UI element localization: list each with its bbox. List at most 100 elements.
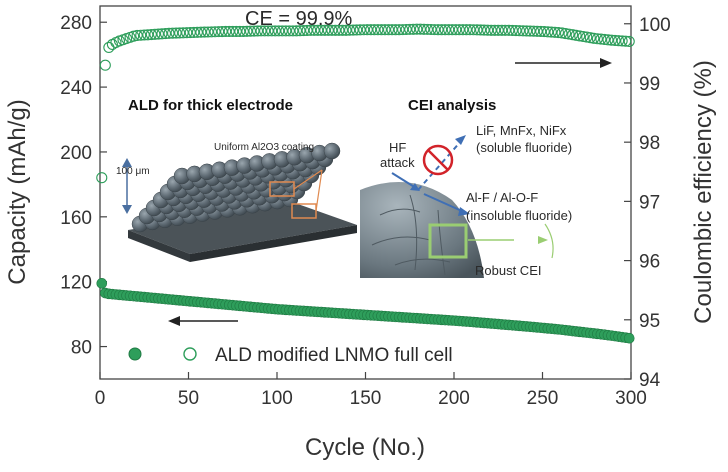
ce-point <box>305 24 317 36</box>
lif-label: LiF, MnFx, NiFx <box>476 123 567 138</box>
ce-point <box>510 25 522 37</box>
electrode-particles <box>131 142 341 233</box>
ce-point <box>404 23 416 35</box>
ce-point <box>400 23 412 36</box>
ce-point <box>446 24 458 36</box>
ce-point <box>570 29 582 41</box>
ce-point <box>584 32 596 44</box>
ce-point <box>506 24 518 37</box>
ce-point <box>276 25 288 37</box>
ce-point <box>135 29 147 41</box>
ce-point <box>559 27 572 40</box>
ce-point <box>301 24 313 37</box>
capacity-point <box>623 332 635 344</box>
ce-point <box>556 27 568 39</box>
ce-point <box>322 24 334 36</box>
y-tick-label: 120 <box>60 273 92 294</box>
ce-point <box>382 24 395 36</box>
ce-point <box>368 24 380 36</box>
ce-point <box>223 25 235 38</box>
ce-point <box>482 24 494 36</box>
ce-point <box>471 24 483 36</box>
y2-tick-label: 98 <box>639 133 660 154</box>
ce-point <box>138 29 150 41</box>
ce-point <box>315 24 327 36</box>
y2-tick-label: 97 <box>639 192 660 213</box>
ce-point <box>142 29 154 41</box>
ce-point <box>312 24 324 36</box>
thick-electrode-illustration: ALD for thick electrode 100 μm Uniform A… <box>116 97 357 262</box>
ce-point <box>598 33 611 46</box>
ce-point <box>290 25 303 37</box>
ce-point <box>474 24 487 36</box>
y-axis-label: Capacity (mAh/g) <box>4 99 31 284</box>
ce-point <box>184 27 196 39</box>
ce-point <box>535 25 547 37</box>
ce-point <box>170 27 182 39</box>
ce-point <box>209 26 221 38</box>
ce-point <box>574 30 586 42</box>
ce-point <box>269 25 281 37</box>
ce-point <box>191 26 203 38</box>
x-tick-label: 50 <box>178 388 199 409</box>
capacity-point <box>96 278 108 289</box>
ce-point <box>407 23 419 35</box>
ce-point <box>96 172 108 184</box>
ce-point <box>439 24 451 36</box>
ce-point <box>567 29 579 41</box>
ce-point <box>340 24 352 36</box>
ce-point <box>521 25 533 37</box>
legend-filled-marker <box>128 347 142 361</box>
ce-point <box>220 25 232 38</box>
robust-cei-label: Robust CEI <box>475 263 541 278</box>
ce-point <box>478 24 490 36</box>
ce-point <box>152 28 164 40</box>
x-tick-label: 250 <box>527 388 559 409</box>
ce-point <box>297 25 310 37</box>
ce-point <box>294 25 306 37</box>
x-tick-label: 200 <box>438 388 470 409</box>
x-tick-label: 300 <box>615 388 647 409</box>
legend-label: ALD modified LNMO full cell <box>215 345 453 366</box>
ce-point <box>379 24 391 36</box>
ce-point <box>167 27 179 39</box>
ce-point <box>372 24 384 36</box>
hf-label: HF <box>389 140 406 155</box>
ce-point <box>503 24 515 36</box>
ce-point <box>609 34 621 47</box>
ce-point <box>524 25 536 37</box>
y2-tick-label: 100 <box>639 15 671 36</box>
ce-point <box>280 25 292 37</box>
cei-analysis-illustration: CEI analysis HF attack LiF, MnFx, NiFx (… <box>360 97 572 278</box>
ce-point <box>390 24 402 36</box>
legend-open-marker <box>183 347 197 361</box>
ce-point <box>492 24 504 36</box>
ce-point <box>181 27 193 39</box>
ce-point <box>375 24 387 36</box>
ce-point <box>432 24 444 36</box>
ce-point <box>244 25 256 37</box>
ce-point <box>386 24 398 36</box>
ce-point <box>333 24 345 36</box>
y2-tick-label: 96 <box>639 252 660 273</box>
ce-point <box>436 24 448 36</box>
no-symbol-icon <box>422 144 454 176</box>
y-tick-label: 200 <box>60 143 92 164</box>
ce-point <box>195 26 207 38</box>
ce-point <box>344 24 356 36</box>
ce-point <box>131 29 143 42</box>
ce-point <box>528 25 540 37</box>
ce-point <box>198 26 210 38</box>
y2-axis-label: Coulombic efficiency (%) <box>690 60 717 324</box>
ce-point <box>177 27 189 39</box>
ce-point <box>605 34 618 46</box>
ce-point <box>358 24 370 36</box>
y-tick-label: 280 <box>60 13 92 34</box>
ce-point <box>563 28 575 40</box>
ce-point <box>241 25 253 37</box>
ce-point <box>351 24 363 36</box>
ce-point <box>591 33 603 45</box>
ce-point <box>163 27 175 39</box>
